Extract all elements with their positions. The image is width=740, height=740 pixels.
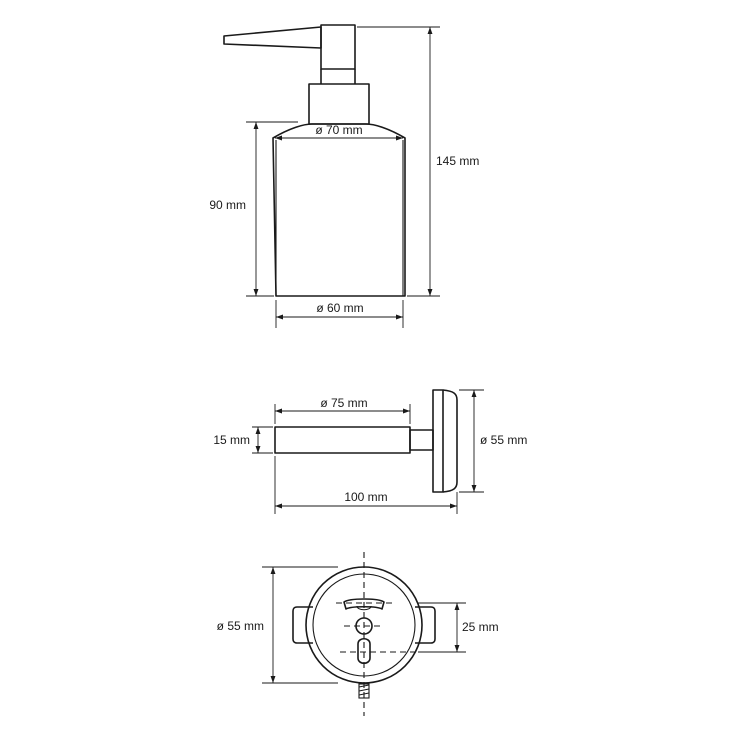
holder-back-bottom-slot [357, 637, 371, 665]
holder-back-left-tab [292, 606, 313, 644]
holder-arm [409, 429, 434, 451]
holder-back-set-screw [358, 683, 370, 699]
holder-ring-profile [274, 426, 411, 454]
dispenser-collar [308, 83, 370, 125]
holder-base-diameter-label: ø 55 mm [480, 433, 527, 447]
dispenser-body [272, 123, 406, 297]
holder-back-view: ø 55 mm 25 mm [217, 552, 499, 716]
dispenser-pump-head [320, 24, 356, 70]
dispenser-top-diameter-label: ø 70 mm [315, 123, 362, 137]
holder-ring-diameter-label: ø 75 mm [320, 396, 367, 410]
holder-projection-label: 100 mm [344, 490, 387, 504]
holder-thickness-label: 15 mm [213, 433, 250, 447]
holder-wall-plate [432, 389, 444, 493]
holder-back-hole-spacing-label: 25 mm [462, 620, 499, 634]
holder-back-right-tab [415, 606, 436, 644]
holder-back-keyhole-slot [343, 598, 385, 610]
dispenser-nozzle [223, 26, 322, 49]
holder-back-diameter-label: ø 55 mm [217, 619, 264, 633]
holder-side-view: ø 75 mm 15 mm ø 55 mm 100 mm [213, 389, 527, 514]
dispenser-total-height-label: 145 mm [436, 154, 479, 168]
dispenser-bottom-diameter-label: ø 60 mm [316, 301, 363, 315]
dispenser-body-height-label: 90 mm [209, 198, 246, 212]
dispenser-view: ø 70 mm ø 60 mm 90 mm 145 mm [209, 24, 479, 328]
